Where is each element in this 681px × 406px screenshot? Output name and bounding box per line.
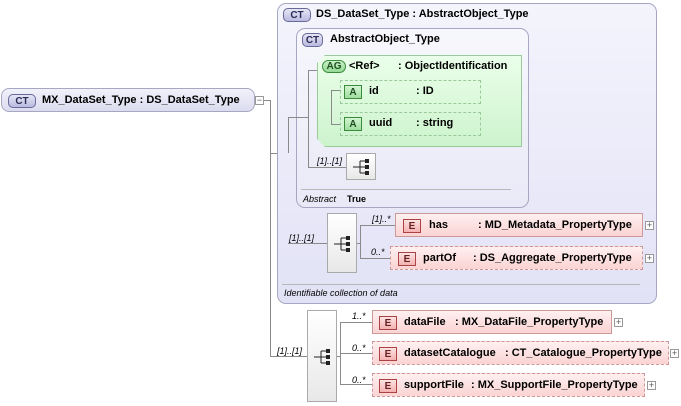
expand-button[interactable]: +: [670, 348, 679, 358]
connector: [337, 356, 340, 357]
connector: [360, 225, 361, 258]
connector: [331, 124, 341, 125]
sequence-icon: [334, 236, 350, 252]
element-datafile[interactable]: E dataFile : MX_DataFile_PropertyType: [372, 310, 612, 334]
expand-button[interactable]: +: [647, 380, 656, 390]
attribute-type: : string: [416, 117, 454, 129]
element-cardinality: 0..*: [352, 343, 366, 353]
element-name: partOf: [423, 252, 456, 264]
sequence-node[interactable]: [327, 213, 357, 273]
element-type: : MX_SupportFile_PropertyType: [471, 379, 638, 391]
abstract-object-type-label: AbstractObject_Type: [330, 33, 440, 45]
element-type: : DS_Aggregate_PropertyType: [473, 252, 632, 264]
attribute-icon: A: [344, 85, 362, 99]
connector: [270, 100, 271, 356]
element-icon: E: [379, 316, 397, 330]
attribute-group-box: AG <Ref> : ObjectIdentification: [317, 55, 522, 147]
element-icon: E: [379, 347, 397, 361]
collapse-button[interactable]: −: [255, 95, 264, 105]
connector: [288, 117, 289, 153]
element-cardinality: 0..*: [352, 375, 366, 385]
attribute-group-icon: AG: [322, 60, 346, 73]
element-icon: E: [398, 252, 416, 266]
attribute-type: : ID: [416, 85, 434, 97]
connector: [340, 384, 372, 385]
attribute-uuid[interactable]: A uuid : string: [340, 112, 481, 136]
ds-dataset-note: Identifiable collection of data: [284, 288, 398, 298]
attribute-group-type: : ObjectIdentification: [398, 60, 508, 72]
sequence-node[interactable]: [346, 153, 376, 180]
element-name: supportFile: [404, 379, 464, 391]
connector: [308, 70, 309, 167]
sequence-node[interactable]: [307, 310, 337, 402]
sequence-cardinality: [1]..[1]: [277, 346, 303, 356]
element-icon: E: [403, 219, 421, 233]
sequence-cardinality: [1]..[1]: [317, 156, 343, 166]
connector: [308, 70, 318, 71]
divider: [301, 189, 511, 190]
complex-type-icon: CT: [8, 94, 36, 108]
element-type: : MX_DataFile_PropertyType: [455, 316, 604, 328]
sequence-icon: [353, 159, 369, 175]
divider: [282, 284, 640, 285]
element-supportfile[interactable]: E supportFile : MX_SupportFile_PropertyT…: [372, 373, 645, 397]
connector: [331, 90, 341, 91]
element-cardinality: 1..*: [352, 311, 366, 321]
element-datasetcatalogue[interactable]: E datasetCatalogue : CT_Catalogue_Proper…: [372, 341, 669, 365]
element-type: : CT_Catalogue_PropertyType: [505, 347, 662, 359]
element-name: datasetCatalogue: [404, 347, 496, 359]
connector: [270, 356, 308, 357]
sequence-icon: [314, 349, 330, 365]
connector: [288, 117, 308, 118]
complex-type-icon: CT: [283, 8, 311, 22]
attribute-id[interactable]: A id : ID: [340, 80, 481, 104]
sequence-cardinality: [1]..[1]: [289, 233, 315, 243]
element-icon: E: [379, 379, 397, 393]
root-type-node[interactable]: CT MX_DataSet_Type : DS_DataSet_Type: [1, 88, 255, 112]
attribute-name: id: [369, 85, 379, 97]
connector: [357, 243, 360, 244]
connector: [340, 353, 372, 354]
attribute-group-name: <Ref>: [349, 60, 380, 72]
abstract-value: True: [347, 194, 367, 204]
connector: [288, 243, 328, 244]
element-name: has: [429, 219, 448, 231]
connector: [340, 322, 372, 323]
element-cardinality: 0..*: [371, 247, 385, 257]
abstract-label: Abstract: [303, 194, 337, 204]
ds-dataset-type-label: DS_DataSet_Type : AbstractObject_Type: [316, 8, 529, 20]
element-cardinality: [1]..*: [372, 214, 391, 224]
connector: [360, 225, 395, 226]
attribute-icon: A: [344, 117, 362, 131]
connector: [262, 100, 270, 101]
element-type: : MD_Metadata_PropertyType: [478, 219, 632, 231]
expand-button[interactable]: +: [645, 253, 654, 263]
attribute-name: uuid: [369, 117, 393, 129]
connector: [270, 153, 280, 154]
element-name: dataFile: [404, 316, 446, 328]
expand-button[interactable]: +: [614, 317, 623, 327]
expand-button[interactable]: +: [645, 220, 654, 230]
connector: [308, 167, 346, 168]
connector: [360, 258, 390, 259]
root-type-label: MX_DataSet_Type : DS_DataSet_Type: [42, 94, 240, 106]
element-partof[interactable]: E partOf : DS_Aggregate_PropertyType: [390, 246, 643, 270]
element-has[interactable]: E has : MD_Metadata_PropertyType: [395, 213, 643, 237]
connector: [331, 90, 332, 124]
complex-type-icon: CT: [302, 33, 323, 47]
